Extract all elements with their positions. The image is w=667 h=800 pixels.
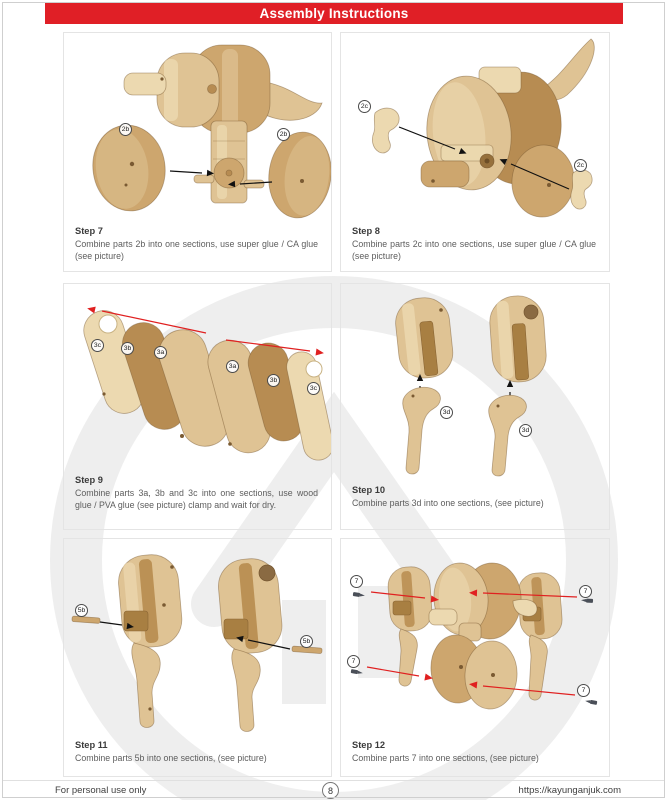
step-instruction: Combine parts 2b into one sections, use …	[75, 239, 318, 262]
step-title: Step 12	[352, 740, 386, 750]
part-label: 7	[579, 585, 592, 598]
step-instruction: Combine parts 2c into one sections, use …	[352, 239, 596, 262]
step-instruction: Combine parts 7 into one sections, (see …	[352, 753, 539, 763]
page-number-badge: 8	[322, 782, 339, 799]
step-title: Step 7	[75, 226, 103, 236]
step-8-illustration: 2c 2c	[341, 33, 609, 271]
step-title: Step 10	[352, 485, 386, 495]
step-title: Step 9	[75, 475, 103, 485]
part-label: 7	[350, 575, 363, 588]
part-label: 3a	[226, 360, 239, 373]
part-label: 3c	[91, 339, 104, 352]
step-title: Step 11	[75, 740, 108, 750]
step-11-panel: 5b 5b Step 11 Combine parts 5b into one …	[63, 538, 332, 777]
step-7-drawing	[92, 44, 331, 219]
part-label: 3b	[267, 374, 280, 387]
step-instruction: Combine parts 3d into one sections, (see…	[352, 498, 544, 508]
header-bar: Assembly Instructions	[45, 3, 623, 24]
page-title: Assembly Instructions	[259, 6, 409, 21]
part-label: 5b	[75, 604, 88, 617]
part-label: 7	[577, 684, 590, 697]
part-label: 2c	[574, 159, 587, 172]
footer-usage-note: For personal use only	[55, 785, 147, 796]
footer-divider	[3, 780, 664, 781]
step-title: Step 8	[352, 226, 380, 236]
step-10-panel: 3d 3d Step 10 Combine parts 3d into one …	[340, 283, 610, 530]
step-8-drawing	[372, 38, 595, 218]
step-7-panel: 2b 2b Step 7 Combine parts 2b into one s…	[63, 32, 332, 272]
footer-link[interactable]: https://kayunganjuk.com	[518, 785, 621, 796]
step-12-panel: 7 7 7 7 Step 12 Combine parts 7 into one…	[340, 538, 610, 777]
part-label: 2b	[119, 123, 132, 136]
part-label: 3d	[519, 424, 532, 437]
part-label: 2b	[277, 128, 290, 141]
part-label: 3c	[307, 382, 320, 395]
part-label: 7	[347, 655, 360, 668]
step-instruction: Combine parts 3a, 3b and 3c into one sec…	[75, 488, 318, 511]
step-7-illustration: 2b 2b	[64, 33, 331, 271]
part-label: 5b	[300, 635, 313, 648]
part-label: 3b	[121, 342, 134, 355]
part-label: 3a	[154, 346, 167, 359]
part-label: 2c	[358, 100, 371, 113]
step-9-panel: 3c 3b 3a 3a 3b 3c Step 9 Combine parts 3…	[63, 283, 332, 530]
step-8-panel: 2c 2c Step 8 Combine parts 2c into one s…	[340, 32, 610, 272]
step-instruction: Combine parts 5b into one sections, (see…	[75, 753, 267, 763]
part-label: 3d	[440, 406, 453, 419]
